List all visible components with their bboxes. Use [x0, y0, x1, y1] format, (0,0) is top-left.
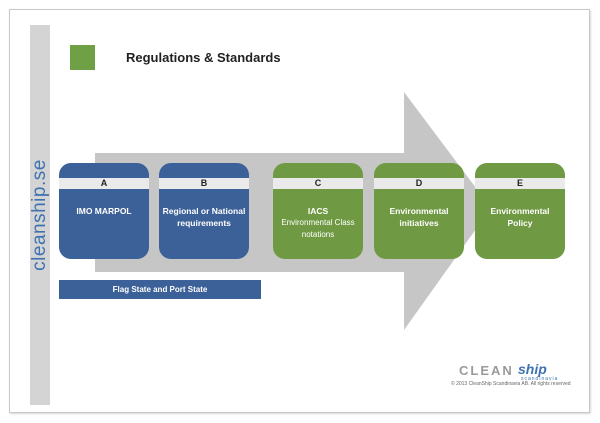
page-title: Regulations & Standards	[126, 50, 281, 65]
box-label: Regional or National requirements	[162, 206, 246, 228]
logo-ship-text: ship	[518, 361, 547, 377]
box-e: E Environmental Policy	[475, 163, 565, 259]
copyright-text: © 2013 CleanShip Scandinavia AB. All rig…	[451, 381, 571, 387]
box-letter: E	[475, 178, 565, 189]
box-a: A IMO MARPOL	[59, 163, 149, 259]
cleanship-logo: CLEAN ship scandinavia	[459, 361, 559, 382]
logo-clean-text: CLEAN	[459, 363, 514, 378]
box-letter: B	[159, 178, 249, 189]
box-letter: A	[59, 178, 149, 189]
box-letter: D	[374, 178, 464, 189]
box-label: IMO MARPOL	[76, 206, 132, 216]
flag-state-bar: Flag State and Port State	[59, 280, 261, 299]
slide: cleanship.se Regulations & Standards A I…	[9, 9, 590, 413]
title-marker	[70, 45, 95, 70]
box-label: Environmental initiatives	[389, 206, 449, 228]
box-letter: C	[273, 178, 363, 189]
box-d: D Environmental initiatives	[374, 163, 464, 259]
box-label: Environmental Policy	[490, 206, 550, 228]
box-sub: Environmental Class notations	[281, 218, 355, 239]
box-b: B Regional or National requirements	[159, 163, 249, 259]
logo-scan-text: scandinavia	[521, 376, 559, 382]
side-bar	[30, 25, 50, 405]
box-c: C IACS Environmental Class notations	[273, 163, 363, 259]
box-label: IACS	[307, 206, 329, 216]
